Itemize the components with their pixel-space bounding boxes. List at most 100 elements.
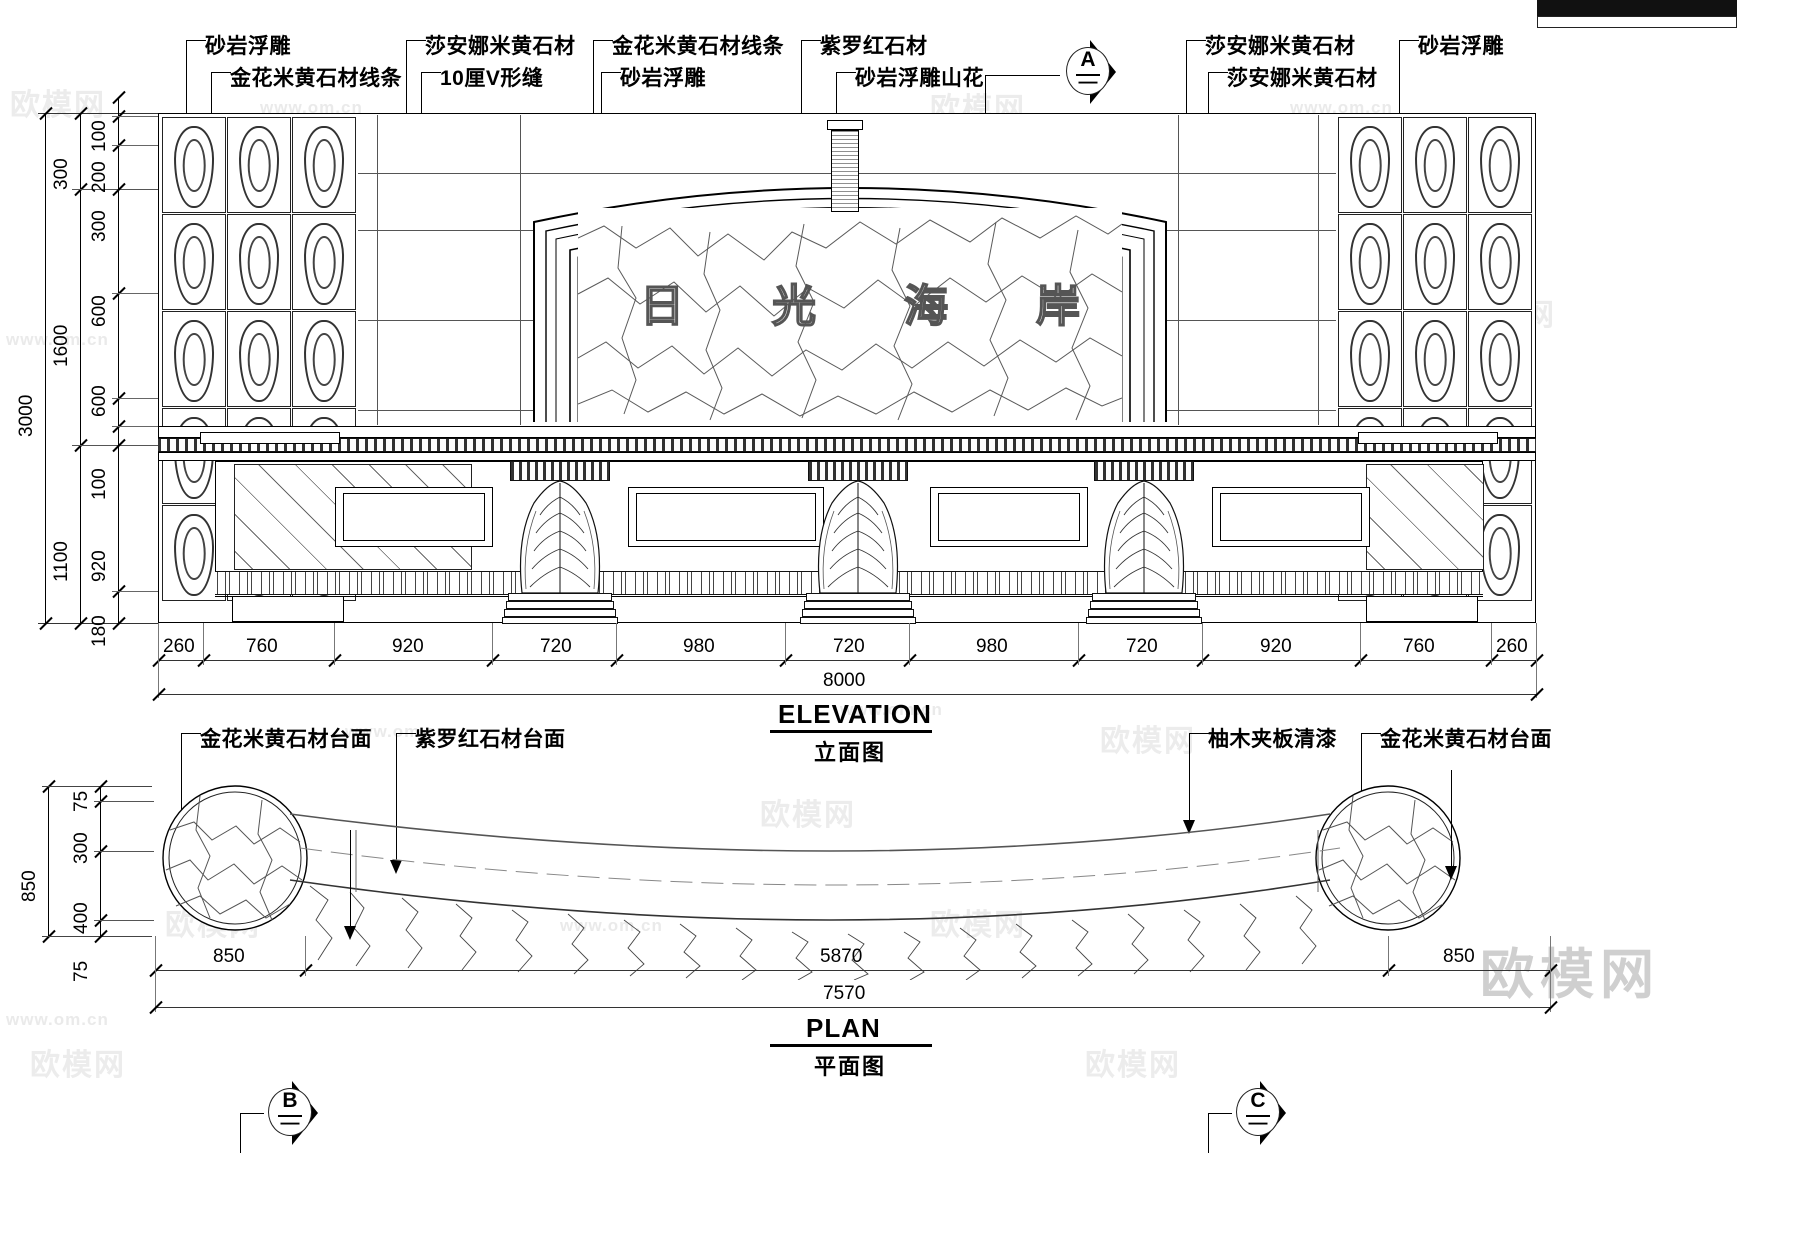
leader-ec10 xyxy=(1208,72,1228,73)
watermark-url: www.om.cn xyxy=(6,1010,109,1029)
pilaster-base xyxy=(504,609,616,617)
callout-ec2-label: 金花米黄石材线条 xyxy=(230,67,402,90)
relief-tile xyxy=(1403,311,1467,407)
dim-h-760a: 760 xyxy=(246,636,278,657)
leader-section-c xyxy=(1208,1113,1232,1114)
plan-leader-vertical-right xyxy=(1451,770,1452,870)
dim-plan-400: 400 xyxy=(71,902,92,934)
counter-return-left xyxy=(200,432,340,444)
leader-section-b xyxy=(240,1113,241,1153)
dim-ext-line xyxy=(42,786,152,787)
pilaster-base xyxy=(806,593,910,601)
section-circle xyxy=(1066,47,1110,95)
leader-ec6 xyxy=(601,72,621,73)
dim-overall-height: 3000 xyxy=(16,394,37,437)
watermark-logo: 欧模网 xyxy=(30,1049,126,1082)
dim-ext-line xyxy=(1550,970,1551,1012)
leader-pc1 xyxy=(181,733,182,833)
dim-ext-line xyxy=(1388,936,1389,976)
section-sub: — xyxy=(1248,1113,1268,1134)
leader-ec9 xyxy=(1186,40,1206,41)
leader-ec8 xyxy=(836,72,837,120)
leader-ec8 xyxy=(836,72,856,73)
dim-plan-850a: 850 xyxy=(213,946,245,967)
pilaster-base xyxy=(1088,609,1200,617)
relief-tile xyxy=(227,117,291,213)
dim-ext-line xyxy=(72,189,160,190)
relief-tile xyxy=(1468,311,1532,407)
relief-tile xyxy=(1338,311,1402,407)
dim-plan-75b: 75 xyxy=(71,960,92,982)
dim-1600: 1600 xyxy=(51,324,72,367)
dim-plan-300: 300 xyxy=(71,832,92,864)
leader-pc4 xyxy=(1361,733,1381,734)
section-divider xyxy=(1246,1115,1270,1117)
leader-ec4 xyxy=(421,72,441,73)
leader-ec7 xyxy=(801,40,821,41)
dim-ext-line xyxy=(1078,623,1079,665)
leader-pc2 xyxy=(396,733,397,865)
section-marker-c[interactable]: C — xyxy=(1230,1081,1286,1145)
dim-ext-line xyxy=(94,851,154,852)
section-letter: C xyxy=(1250,1089,1266,1112)
counter-panel-inner xyxy=(938,493,1080,541)
acanthus-leaf-svg xyxy=(817,481,899,593)
dim-line-overall xyxy=(158,694,1536,695)
section-divider xyxy=(1076,74,1100,76)
dim-ext-line xyxy=(72,445,160,446)
leader-ec9 xyxy=(1186,40,1187,125)
watermark-logo: 欧模网 xyxy=(10,89,106,122)
relief-tile xyxy=(292,117,356,213)
pilaster-base xyxy=(802,609,914,617)
dim-ext-line xyxy=(94,920,154,921)
dim-ext-line xyxy=(112,426,160,427)
stone-joint xyxy=(1318,115,1319,425)
dim-ext-line xyxy=(785,623,786,665)
dim-300-upper: 300 xyxy=(51,158,72,190)
callout-ec3-label: 莎安娜米黄石材 xyxy=(425,35,576,58)
watermark-logo: 欧模网 xyxy=(1085,1049,1181,1082)
section-circle xyxy=(268,1088,312,1136)
dim-h-760b: 760 xyxy=(1403,636,1435,657)
keystone-cap xyxy=(827,120,863,130)
pilaster-capital xyxy=(510,461,610,481)
dim-h-980a: 980 xyxy=(683,636,715,657)
relief-tile xyxy=(162,214,226,310)
leader-pc1 xyxy=(181,733,201,734)
dim-h-720c: 720 xyxy=(1126,636,1158,657)
section-sub: — xyxy=(280,1113,300,1134)
dim-ext-line xyxy=(38,623,158,624)
section-marker-b[interactable]: B — xyxy=(262,1081,318,1145)
dim-plan-overall-width: 7570 xyxy=(823,983,866,1004)
acanthus-leaf-svg xyxy=(1103,481,1185,593)
cornice-band xyxy=(158,426,1536,438)
dim-ext-line xyxy=(45,113,46,623)
relief-tile xyxy=(227,214,291,310)
counter-panel-inner xyxy=(636,493,816,541)
relief-tile xyxy=(1403,117,1467,213)
pilaster-base xyxy=(800,617,916,624)
plan-svg xyxy=(162,785,1461,981)
dim-plan-5870: 5870 xyxy=(820,946,863,967)
dim-ext-line xyxy=(1536,660,1537,698)
acanthus-leaf-svg xyxy=(519,481,601,593)
dim-ext-line xyxy=(616,623,617,665)
watermark-logo: 欧模网 xyxy=(1100,725,1196,758)
callout-ec9-label: 莎安娜米黄石材 xyxy=(1205,35,1356,58)
keystone-body xyxy=(831,130,859,212)
dim-ext-line xyxy=(48,786,49,936)
plan-title-rule xyxy=(770,1044,932,1047)
plan-title-cn: 平面图 xyxy=(814,1054,887,1079)
section-sub: — xyxy=(1078,72,1098,93)
dim-ext-line xyxy=(42,936,152,937)
section-marker-a[interactable]: A — xyxy=(1060,40,1116,104)
marble-vein-svg xyxy=(578,208,1122,424)
dim-ext-line xyxy=(112,116,160,117)
dim-ext-line xyxy=(155,970,156,1012)
dim-plan-depth: 850 xyxy=(19,870,40,902)
elevation-title-en: ELEVATION xyxy=(778,699,932,729)
counter-return-right xyxy=(1358,432,1498,444)
pilaster-capital xyxy=(808,461,908,481)
dim-h-920b: 920 xyxy=(1260,636,1292,657)
